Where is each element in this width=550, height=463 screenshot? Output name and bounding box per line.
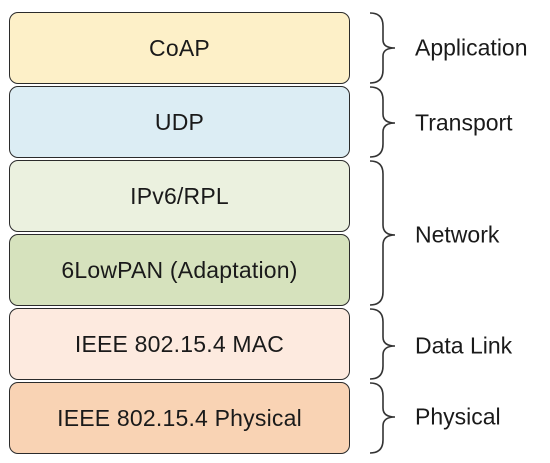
layer-ipv6-rpl-label: IPv6/RPL xyxy=(130,182,229,209)
layer-ieee-mac-label: IEEE 802.15.4 MAC xyxy=(74,330,285,357)
brace-physical xyxy=(369,382,396,454)
group-label-data-link: Data Link xyxy=(415,332,513,359)
brace-data-link xyxy=(369,308,396,380)
brace-application xyxy=(369,12,396,84)
brace-network xyxy=(369,160,396,306)
group-label-network: Network xyxy=(415,221,500,248)
brace-transport xyxy=(369,86,396,158)
layer-ipv6-rpl: IPv6/RPL xyxy=(9,160,350,232)
layer-ieee-phy: IEEE 802.15.4 Physical xyxy=(9,382,350,454)
layer-ieee-phy-label: IEEE 802.15.4 Physical xyxy=(57,404,302,431)
group-label-application: Application xyxy=(415,34,528,61)
layer-6lowpan: 6LowPAN (Adaptation) xyxy=(9,234,350,306)
layer-ieee-mac: IEEE 802.15.4 MAC xyxy=(9,308,350,380)
layer-coap-label: CoAP xyxy=(149,34,210,61)
layer-udp-label: UDP xyxy=(154,108,205,135)
layer-6lowpan-label: 6LowPAN (Adaptation) xyxy=(61,256,298,283)
layer-udp: UDP xyxy=(9,86,350,158)
group-label-physical: Physical xyxy=(415,403,501,430)
layer-coap: CoAP xyxy=(9,12,350,84)
group-label-transport: Transport xyxy=(415,109,513,136)
